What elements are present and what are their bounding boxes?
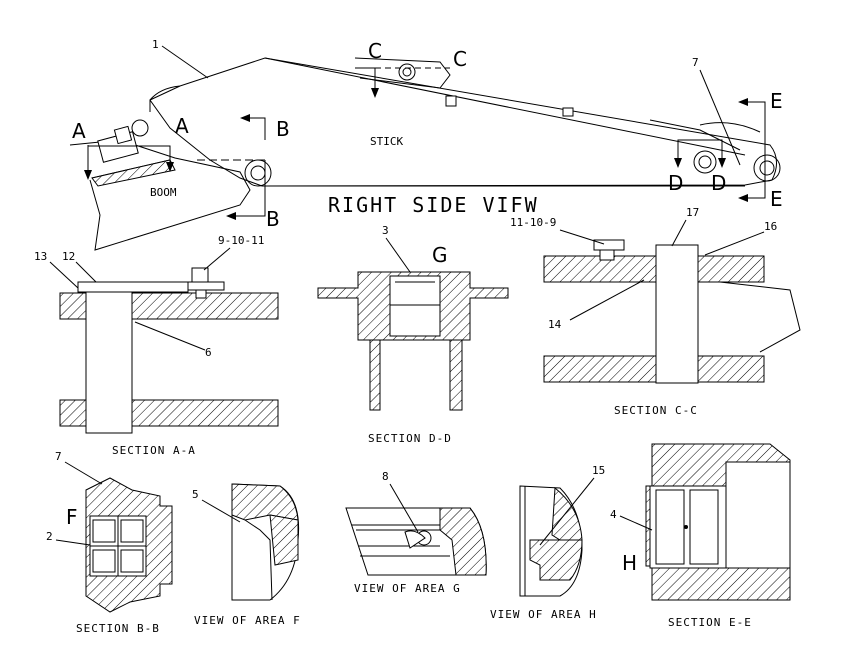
- view-title: RIGHT SIDE VIFW: [328, 193, 539, 217]
- caption-section-b-b: SECTION B-B: [76, 622, 160, 635]
- section-c-marker-left: C: [368, 39, 382, 63]
- callout-7-top: 7: [692, 56, 699, 69]
- section-b-marker-bottom: B: [266, 207, 280, 231]
- callout-4: 4: [610, 508, 617, 521]
- caption-section-a-a: SECTION A-A: [112, 444, 196, 457]
- callout-bolt-group-c: 11-10-9: [510, 216, 556, 229]
- section-a-marker-left: A: [72, 119, 86, 143]
- callout-15: 15: [592, 464, 605, 477]
- caption-section-d-d: SECTION D-D: [368, 432, 452, 445]
- callout-3: 3: [382, 224, 389, 237]
- section-a-a: 13 12 9-10-11 6 SECTION A-A: [34, 234, 279, 457]
- section-a-marker-right: A: [175, 114, 189, 138]
- callout-5: 5: [192, 488, 199, 501]
- callout-16: 16: [764, 220, 777, 233]
- callout-6: 6: [205, 346, 212, 359]
- section-g-marker: G: [432, 243, 448, 267]
- callout-7-section-b: 7: [55, 450, 62, 463]
- caption-section-e-e: SECTION E-E: [668, 616, 752, 629]
- section-b-b: 7 F 2 SECTION B-B: [46, 450, 173, 635]
- section-d-marker-right: D: [711, 171, 726, 195]
- section-h-marker: H: [622, 551, 637, 575]
- section-c-marker-right: C: [453, 47, 467, 71]
- view-area-h: 15 VIEW OF AREA H: [490, 464, 605, 621]
- callout-14: 14: [548, 318, 562, 331]
- callout-bolt-group-a: 9-10-11: [218, 234, 264, 247]
- section-f-marker: F: [66, 505, 78, 529]
- section-b-marker-top: B: [276, 117, 290, 141]
- section-e-marker-bottom: E: [770, 187, 783, 211]
- stick-label: STICK: [370, 135, 403, 148]
- caption-section-c-c: SECTION C-C: [614, 404, 698, 417]
- callout-8: 8: [382, 470, 389, 483]
- view-area-f: 5 VIEW OF AREA F: [192, 483, 301, 627]
- right-side-view: A A B B C C D D E E STICK BOOM RIGHT SID…: [69, 38, 783, 251]
- callout-1: 1: [152, 38, 159, 51]
- section-c-c: 11-10-9 17 16 14 SECTION C-C: [510, 206, 801, 417]
- stick-outline: [149, 57, 777, 187]
- section-e-marker-top: E: [770, 89, 783, 113]
- stick-bucket-pin: [753, 154, 781, 182]
- caption-view-h: VIEW OF AREA H: [490, 608, 597, 621]
- boom-stick-pin: [244, 159, 272, 187]
- callout-17: 17: [686, 206, 699, 219]
- section-e-e: 4 H SECTION E-E: [610, 443, 791, 629]
- boom-label: BOOM: [150, 186, 177, 199]
- callout-12: 12: [62, 250, 75, 263]
- section-d-marker-left: D: [668, 171, 683, 195]
- section-d-d: 3 G SECTION D-D: [317, 224, 509, 445]
- caption-view-g: VIEW OF AREA G: [354, 582, 461, 595]
- callout-2: 2: [46, 530, 53, 543]
- callout-13: 13: [34, 250, 47, 263]
- view-area-g: 8 VIEW OF AREA G: [345, 470, 487, 595]
- caption-view-f: VIEW OF AREA F: [194, 614, 301, 627]
